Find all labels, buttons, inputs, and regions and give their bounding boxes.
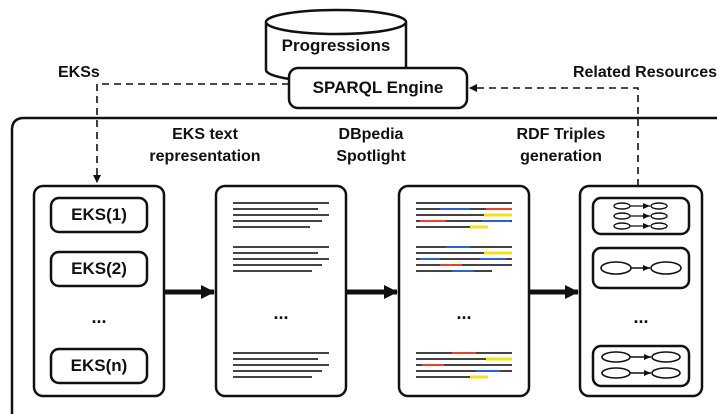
ekss-arrow-label: EKSs — [58, 64, 100, 81]
stage-1-label-line2: representation — [149, 148, 261, 165]
eks-ellipsis: ... — [91, 307, 107, 327]
eks-item-1-box — [49, 196, 149, 234]
stage-1-label-line1: EKS text — [172, 126, 238, 143]
database-label: Progressions — [281, 36, 391, 55]
sparql-engine-box — [287, 66, 469, 110]
stage-2-label-line1: DBpedia — [338, 126, 404, 143]
related-resources-label: Related Resources — [572, 64, 717, 81]
annotated-lines-block-3 — [416, 352, 512, 379]
stage-3-label-line1: RDF Triples — [516, 126, 606, 143]
annotated-lines-block-2 — [416, 246, 512, 272]
rdf-graph-1 — [591, 196, 691, 236]
rdf-triples-box — [578, 184, 704, 398]
eks-item-1: EKS(1) — [71, 205, 127, 224]
ekss-dashed-arrow — [93, 83, 289, 183]
rdf-graph-3 — [591, 344, 691, 388]
eks-item-2-box — [49, 250, 149, 288]
text-lines-block-1 — [233, 202, 329, 228]
eks-item-2: EKS(2) — [71, 259, 127, 278]
stage-3-label-line2: generation — [520, 148, 602, 165]
annotated-lines-block-1 — [416, 202, 512, 229]
eks-item-n-box — [49, 347, 149, 385]
stage-2-label-line2: Spotlight — [336, 148, 406, 165]
spotlight-box-ellipsis: ... — [456, 303, 472, 323]
related-resources-dashed-arrow — [469, 84, 639, 186]
text-lines-block-3 — [233, 352, 329, 378]
rdf-box-ellipsis: ... — [633, 307, 649, 327]
text-box-ellipsis: ... — [273, 303, 289, 323]
rdf-graph-2 — [591, 246, 691, 290]
text-lines-block-2 — [233, 246, 329, 272]
sparql-engine-label: SPARQL Engine — [312, 78, 444, 97]
system-container — [10, 116, 717, 414]
eks-item-n: EKS(n) — [70, 356, 128, 375]
